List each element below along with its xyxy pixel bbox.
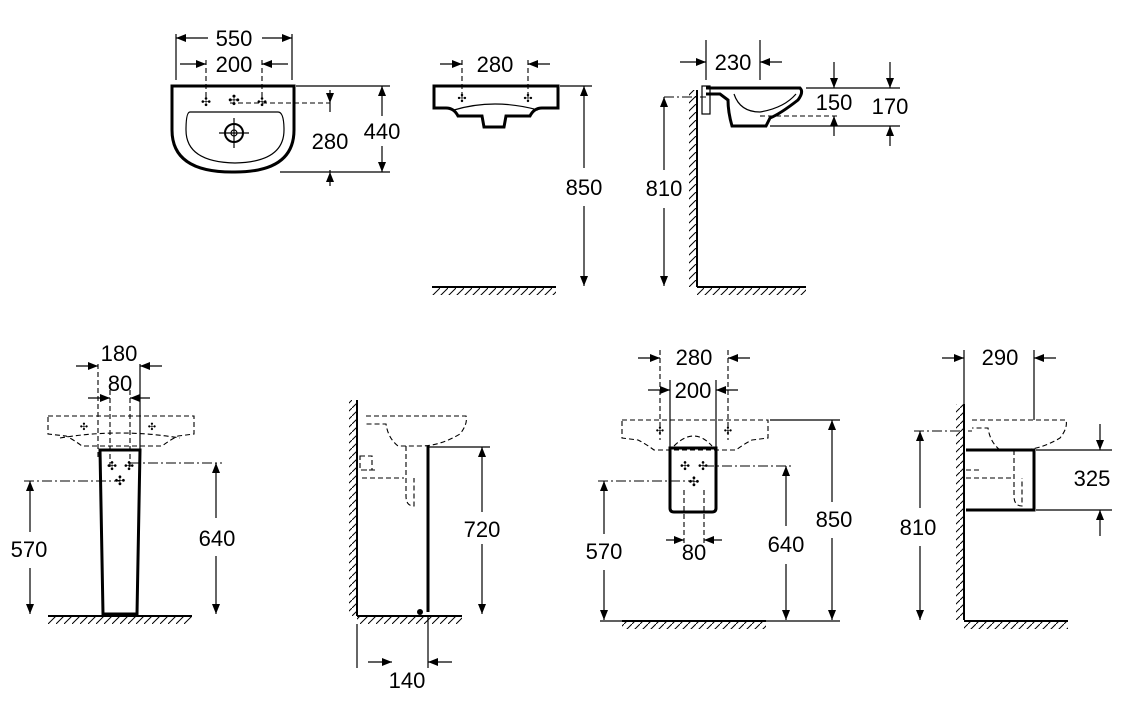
semi-pedestal-outline — [668, 446, 718, 514]
floor-hatch — [622, 622, 766, 629]
dim-semi-width: 280 — [676, 345, 713, 370]
front-view: ✣ ✣ 280 850 — [432, 52, 602, 295]
dim-semi-tap-spacing: 200 — [675, 378, 712, 403]
svg-text:✣: ✣ — [124, 459, 134, 473]
sink-front-outline — [432, 84, 560, 129]
tap-hole-icon: ✣ — [457, 92, 466, 105]
dim-front-tap-spacing: 280 — [477, 52, 514, 77]
tap-hole-icon: ✣ ✣ ✣ — [201, 93, 267, 109]
dim-side-projection: 230 — [715, 50, 752, 75]
sink-side-dashed — [366, 415, 467, 447]
dim-pedestal-width: 180 — [101, 341, 138, 366]
dim-side-bowl-depth: 150 — [816, 90, 853, 115]
pedestal-side-view: 720 140 — [349, 400, 500, 693]
sink-side-dashed — [972, 419, 1067, 451]
sink-outline-dashed — [621, 419, 769, 451]
dim-side-height: 810 — [646, 176, 683, 201]
floor-hatch — [48, 617, 192, 624]
tap-hole-icon: ✣ — [80, 422, 88, 433]
dim-pedestal-inlet-height: 570 — [11, 537, 48, 562]
dim-sink-width: 550 — [216, 26, 253, 51]
pedestal-outline — [98, 448, 142, 616]
floor-hatch — [964, 622, 1068, 629]
bracket — [701, 85, 711, 115]
dim-semi-side-projection: 290 — [982, 345, 1019, 370]
floor-hatch — [432, 288, 556, 295]
dim-semi-height: 850 — [816, 507, 853, 532]
dim-semi-side-height: 810 — [900, 515, 937, 540]
svg-text:✣: ✣ — [107, 459, 117, 473]
semi-pedestal-side-outline — [966, 448, 1036, 512]
sink-side-outline — [706, 86, 804, 128]
dim-pedestal-side-height: 720 — [464, 517, 501, 542]
svg-text:✣: ✣ — [680, 459, 690, 473]
dim-pedestal-outlet-height: 640 — [199, 526, 236, 551]
sink-outline-top — [170, 84, 296, 174]
pipe-inlet-icon: ✣ ✣ ✣ — [680, 459, 708, 490]
tap-hole-icon: ✣ — [148, 422, 156, 433]
bowl-line — [453, 103, 539, 111]
dim-front-height: 850 — [566, 175, 603, 200]
sink-bowl-top — [185, 111, 285, 164]
side-view: 230 150 170 810 — [646, 40, 909, 295]
svg-text:✣: ✣ — [201, 95, 211, 109]
dim-depth-front: 280 — [312, 129, 349, 154]
floor-hatch — [357, 617, 462, 624]
wall-hatch — [349, 400, 357, 616]
dim-semi-outlet-height: 640 — [768, 532, 805, 557]
floor-hatch — [697, 288, 806, 295]
svg-text:✣: ✣ — [228, 93, 240, 109]
dim-side-total-depth: 170 — [872, 94, 909, 119]
semi-pedestal-front-view: ✣ ✣ ✣ ✣ ✣ 280 200 570 80 — [586, 345, 853, 629]
pedestal-front-view: ✣ ✣ ✣ ✣ ✣ 180 80 570 640 — [11, 341, 236, 624]
bowl-line — [733, 93, 797, 113]
dim-semi-waste-spacing: 80 — [682, 540, 706, 565]
wall-hatch — [689, 90, 697, 287]
svg-text:✣: ✣ — [689, 475, 700, 490]
sink-outline-dashed — [47, 415, 195, 447]
semi-pedestal-side-view: 290 325 810 — [900, 345, 1112, 629]
dim-tap-spacing: 200 — [216, 52, 253, 77]
dim-pedestal-wall-offset: 140 — [389, 668, 426, 693]
dim-pedestal-inner: 80 — [108, 371, 132, 396]
svg-text:✣: ✣ — [698, 459, 708, 473]
dim-depth-total: 440 — [364, 119, 401, 144]
pipe-inlet-icon: ✣ ✣ ✣ — [107, 459, 134, 489]
dim-semi-inlet-height: 570 — [586, 539, 623, 564]
svg-text:✣: ✣ — [115, 474, 126, 489]
top-view: ✣ ✣ ✣ 550 200 280 440 — [170, 26, 401, 186]
dim-semi-side-depth: 325 — [1074, 466, 1111, 491]
wall-hatch — [956, 404, 964, 620]
tap-hole-icon: ✣ — [523, 92, 532, 105]
svg-text:✣: ✣ — [257, 95, 267, 109]
